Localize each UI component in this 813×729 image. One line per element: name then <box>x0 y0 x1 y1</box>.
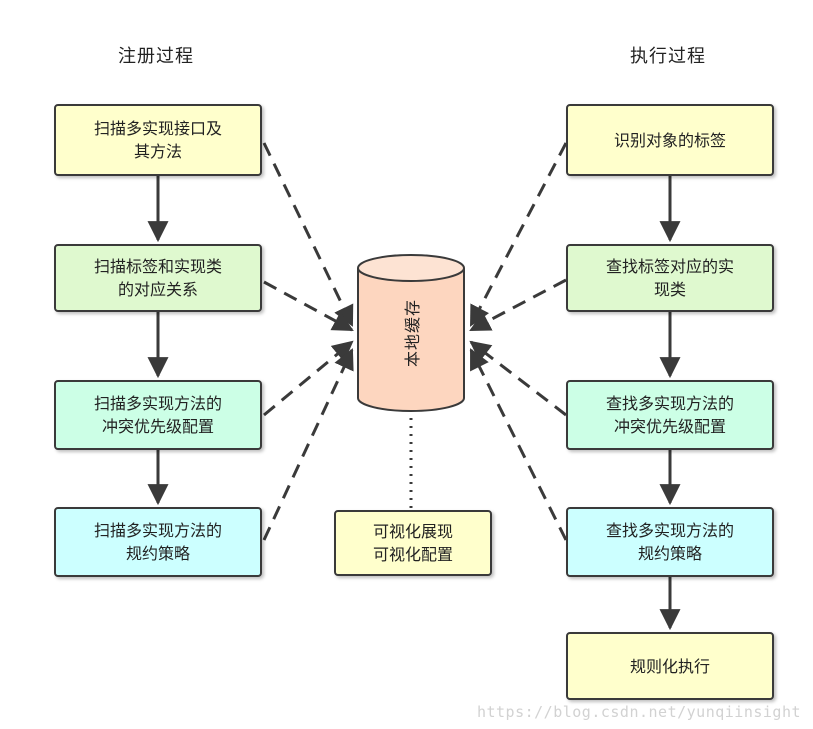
reg-step-scan-reduce-policy: 扫描多实现方法的 规约策略 <box>54 507 262 577</box>
exec-cache-link-1 <box>469 142 568 327</box>
local-cache-cylinder <box>357 254 465 412</box>
reg-step-scan-priority: 扫描多实现方法的 冲突优先级配置 <box>54 380 262 450</box>
reg-step-scan-tag-mapping: 扫描标签和实现类 的对应关系 <box>54 244 262 312</box>
exec-step-rule-execution: 规则化执行 <box>566 632 774 700</box>
local-cache-label: 本地缓存 <box>403 298 422 368</box>
exec-cache-link-3 <box>469 340 567 417</box>
exec-cache-link-4 <box>469 348 568 541</box>
exec-step-find-impl: 查找标签对应的实 现类 <box>566 244 774 312</box>
registration-title: 注册过程 <box>118 46 194 67</box>
reg-cache-link-4 <box>262 348 354 541</box>
exec-step-find-reduce-policy: 查找多实现方法的 规约策略 <box>566 507 774 577</box>
exec-step-find-priority: 查找多实现方法的 冲突优先级配置 <box>566 380 774 450</box>
reg-cache-link-2 <box>263 280 354 332</box>
reg-cache-link-3 <box>263 340 354 417</box>
reg-step-scan-interfaces: 扫描多实现接口及 其方法 <box>54 104 262 176</box>
watermark: https://blog.csdn.net/yunqiinsight <box>476 703 801 721</box>
reg-cache-link-1 <box>262 142 354 327</box>
execution-title: 执行过程 <box>630 46 706 67</box>
visualization-node: 可视化展现 可视化配置 <box>334 510 492 576</box>
exec-step-identify-tag: 识别对象的标签 <box>566 104 774 176</box>
exec-cache-link-2 <box>469 278 567 332</box>
